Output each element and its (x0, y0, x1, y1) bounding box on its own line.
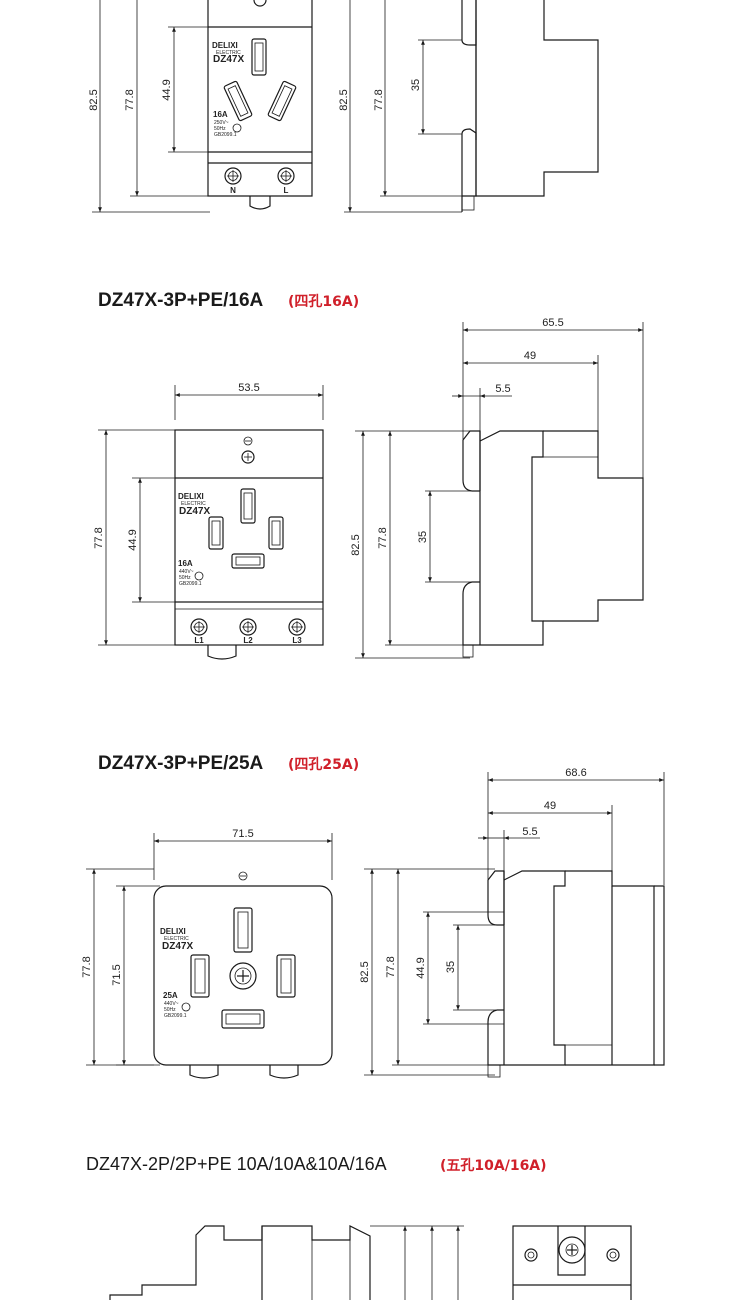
s2-front-dim-width: 53.5 (238, 382, 259, 394)
s2-front-dim-h-inner: 44.9 (127, 529, 139, 550)
s3-brand: DELIXI (160, 927, 186, 936)
s3-socket-top-slot (233, 907, 253, 953)
s2-terminal-screw-icon (288, 618, 306, 636)
s3-current: 25A (163, 991, 178, 1000)
s3-electric: ELECTRIC (164, 936, 189, 942)
s2-ccc-mark-icon (194, 571, 204, 581)
s2-terminal-l1: L1 (194, 636, 204, 645)
s3-ccc-mark-icon (181, 1002, 191, 1012)
section2-title: DZ47X-3P+PE/16A (98, 290, 264, 311)
s1-front-dim-h-mid: 77.8 (124, 89, 136, 110)
s3-center-screw-icon (229, 962, 257, 990)
section4-side-view (109, 1225, 464, 1300)
s2-socket-top-slot (240, 488, 256, 524)
s2-terminal-screw-icon (190, 618, 208, 636)
s1-socket-top-slot (251, 38, 267, 76)
s3-side-dim-w-outer: 68.6 (565, 767, 586, 779)
section2-note: (四孔16A) (288, 294, 359, 310)
s2-side-dim-h-mid: 77.8 (377, 527, 389, 548)
section3-side-view: 68.6 49 5.5 82.5 77.8 44.9 35 (359, 767, 665, 1078)
s1-ccc-mark-icon (232, 123, 242, 133)
s3-voltage: 440V~ (164, 1001, 179, 1007)
section3-title: DZ47X-3P+PE/25A (98, 753, 264, 774)
s3-socket-right-slot (276, 954, 296, 998)
s2-side-dim-h-outer: 82.5 (350, 534, 362, 555)
s1-brand: DELIXI (212, 41, 238, 50)
section1-side-view: 82.5 77.8 35 (338, 0, 599, 213)
s2-socket-right-slot (268, 516, 284, 550)
s2-socket-left-slot (208, 516, 224, 550)
s2-model: DZ47X (179, 506, 210, 517)
s3-side-dim-h-small: 35 (445, 961, 457, 973)
s1-terminal-n: N (230, 186, 236, 195)
s3-side-dim-w-mid: 49 (544, 800, 556, 812)
s2-terminal-l3: L3 (292, 636, 302, 645)
section3-front-view: 71.5 77.8 71.5 DELIXI ELECTRIC DZ47X 25A… (81, 828, 333, 1079)
s3-side-dim-w-inner: 5.5 (522, 826, 537, 838)
s2-brand: DELIXI (178, 492, 204, 501)
s2-voltage: 440V~ (179, 569, 194, 575)
section1-front-view: 82.5 77.8 44.9 DELIXI ELECTRIC DZ47X 16A… (88, 0, 313, 213)
s1-terminal-screw-icon (224, 167, 242, 185)
s1-socket-left-slot (223, 80, 253, 122)
s2-top-screw-icon (241, 450, 255, 464)
section2-front-view: 53.5 77.8 44.9 DELIXI ELECTRIC DZ47X 16A… (93, 382, 324, 660)
s2-socket-bottom-slot (231, 553, 265, 569)
s1-current: 16A (213, 110, 228, 119)
s3-side-dim-h-mid: 77.8 (385, 956, 397, 977)
s2-electric: ELECTRIC (181, 501, 206, 507)
s1-standard: GB2099.1 (214, 132, 237, 138)
s2-current: 16A (178, 559, 193, 568)
section2-side-view: 65.5 49 5.5 82.5 77.8 35 (350, 317, 644, 659)
s1-front-dim-h-inner: 44.9 (161, 79, 173, 100)
s2-side-dim-w-outer: 65.5 (542, 317, 563, 329)
s1-electric: ELECTRIC (216, 50, 241, 56)
s1-front-dim-h-outer: 82.5 (88, 89, 100, 110)
s3-socket-left-slot (190, 954, 210, 998)
s4-top-screw-icon (558, 1236, 586, 1264)
s3-socket-bottom-slot (221, 1009, 265, 1029)
section4-front-view (512, 1225, 632, 1300)
section4-note: (五孔10A/16A) (440, 1158, 547, 1174)
s3-front-dim-h-mid: 71.5 (111, 964, 123, 985)
s1-terminal-l: L (284, 186, 289, 195)
s2-terminal-l2: L2 (243, 636, 253, 645)
s3-side-dim-h-outer: 82.5 (359, 961, 371, 982)
s2-front-dim-h-mid: 77.8 (93, 527, 105, 548)
section4-title: DZ47X-2P/2P+PE 10A/10A&10A/16A (86, 1154, 387, 1174)
s1-side-dim-h-outer: 82.5 (338, 89, 350, 110)
s3-front-dim-width: 71.5 (232, 828, 253, 840)
s3-front-dim-h-outer: 77.8 (81, 956, 93, 977)
s3-side-dim-h-inner: 44.9 (415, 957, 427, 978)
s1-freq: 50Hz (214, 126, 226, 132)
s1-side-dim-h-mid: 77.8 (373, 89, 385, 110)
s2-standard: GB2099.1 (179, 581, 202, 587)
s1-model: DZ47X (213, 54, 244, 65)
s2-freq: 50Hz (179, 575, 191, 581)
s3-standard: GB2099.1 (164, 1013, 187, 1019)
s2-terminal-screw-icon (239, 618, 257, 636)
section3-note: (四孔25A) (288, 757, 359, 773)
s1-terminal-screw-icon (277, 167, 295, 185)
s2-side-dim-h-inner: 35 (417, 531, 429, 543)
s2-side-dim-w-mid: 49 (524, 350, 536, 362)
s1-socket-right-slot (267, 80, 297, 122)
s3-model: DZ47X (162, 941, 193, 952)
s3-freq: 50Hz (164, 1007, 176, 1013)
s1-voltage: 250V~ (214, 120, 229, 126)
s1-side-dim-h-inner: 35 (410, 79, 422, 91)
s2-side-dim-w-inner: 5.5 (495, 383, 510, 395)
